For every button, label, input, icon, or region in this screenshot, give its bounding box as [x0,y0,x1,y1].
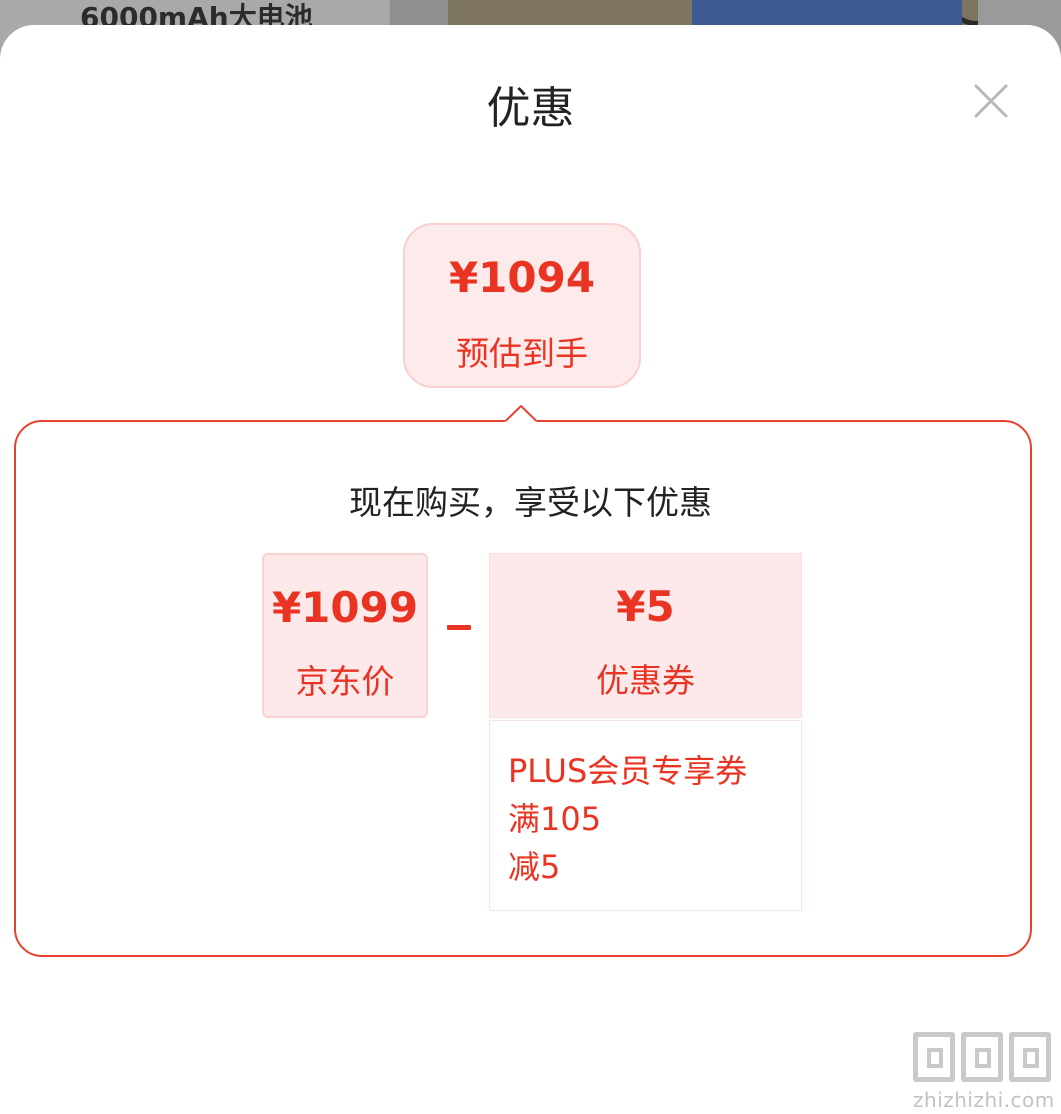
coupon-name: PLUS会员专享券 [508,752,748,790]
close-icon [974,84,1008,118]
watermark-glyph-icon [1009,1032,1051,1082]
sheet-title: 优惠 [486,83,575,134]
coupon-label: 优惠券 [596,661,695,700]
watermark-glyph-icon [913,1032,955,1082]
close-button[interactable] [968,78,1014,124]
discount-heading: 现在购买，享受以下优惠 [349,483,712,522]
watermark-glyph-icon [961,1032,1003,1082]
jd-price-chip: ¥1099 京东价 [262,553,428,718]
coupon-detail-card: PLUS会员专享券 满105 减5 [489,720,802,911]
jd-price-label: 京东价 [295,662,395,701]
pointer-notch [505,405,537,424]
estimated-price-chip: ¥1094 预估到手 [403,223,641,388]
coupon-chip: ¥5 优惠券 [489,553,802,718]
coupon-amount: ¥5 [616,582,675,631]
minus-icon [447,625,471,630]
watermark-text: zhizhizhi.com [913,1088,1055,1112]
estimated-price-label: 预估到手 [456,334,588,373]
jd-price-amount: ¥1099 [271,583,419,632]
watermark: zhizhizhi.com [905,1030,1061,1114]
estimated-price-amount: ¥1094 [448,253,596,302]
coupon-threshold: 满105 [508,800,602,838]
coupon-reduction: 减5 [508,848,561,886]
